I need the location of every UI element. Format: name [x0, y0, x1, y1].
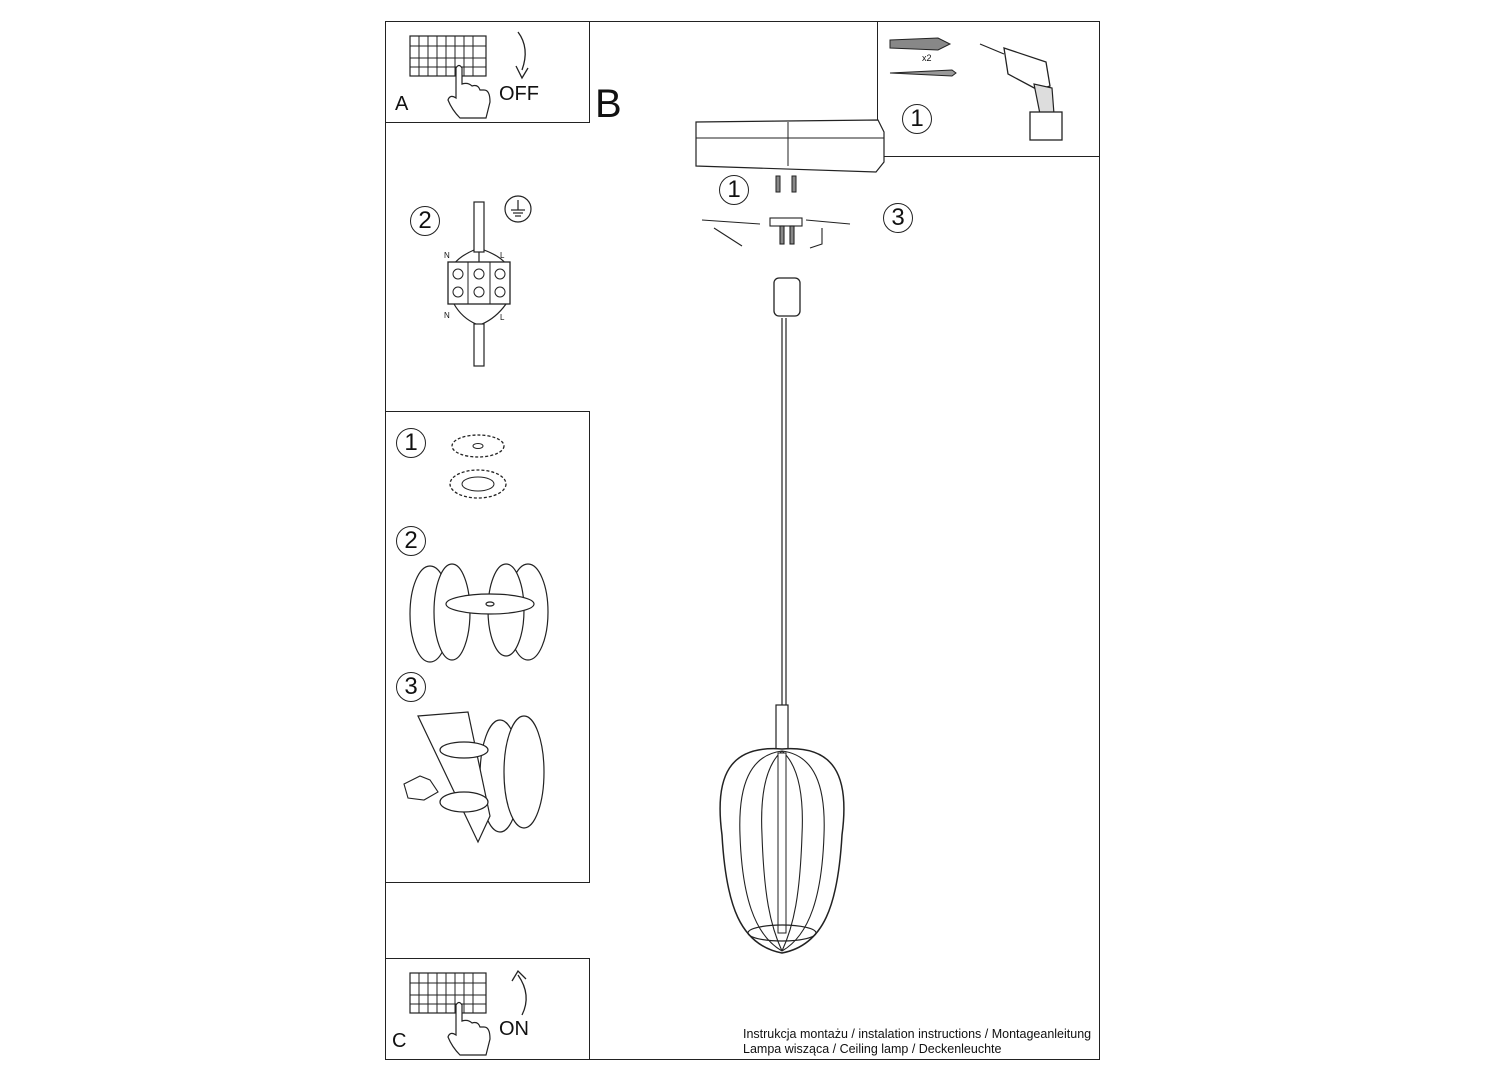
mounting-bracket: [701, 217, 851, 249]
terminal-l-top: L: [500, 251, 505, 260]
hand-icon: [447, 1001, 491, 1056]
circuit-breaker-icon: [409, 35, 487, 77]
step-2-shade: 2: [396, 526, 426, 556]
ceiling-mount-diagram: [695, 119, 885, 317]
terminal-block-icon: [447, 201, 511, 367]
panel-c-power-on: C ON: [385, 958, 590, 1060]
panel-tools: x2 1: [877, 21, 1100, 157]
shade-fins-icon: [409, 563, 549, 663]
panel-a-power-off: A OFF: [385, 21, 590, 123]
terminal-n-bottom: N: [444, 311, 450, 320]
terminal-l-bottom: L: [500, 313, 505, 322]
drill-icon: [979, 43, 1063, 141]
off-label: OFF: [499, 83, 539, 105]
screw-pair: [775, 175, 797, 193]
canopy-icon: [773, 277, 801, 317]
footer-line-2: Lampa wisząca / Ceiling lamp / Deckenleu…: [743, 1042, 1002, 1056]
step-3-mount: 3: [883, 203, 913, 233]
circuit-breaker-icon: [409, 972, 487, 1014]
shade-assembly-hand-icon: [403, 711, 545, 844]
step-2-wiring: 2: [410, 206, 440, 236]
gear-plate-icon: [449, 434, 507, 499]
quantity-label: x2: [922, 53, 932, 63]
section-label-a: A: [395, 93, 409, 115]
wall-plug-icon: [889, 37, 952, 51]
footer-line-1: Instrukcja montażu / instalation instruc…: [743, 1027, 1092, 1041]
lamp-shade-icon: [719, 704, 845, 954]
screw-icon: [889, 69, 957, 77]
step-1-screws: 1: [719, 175, 749, 205]
panel-shade-assembly: 1 2 3: [385, 411, 590, 883]
curved-arrow-icon: [511, 969, 527, 1016]
curved-arrow-icon: [515, 31, 529, 80]
hand-icon: [447, 64, 491, 119]
section-label-b: B: [595, 82, 622, 126]
step-1-shade: 1: [396, 428, 426, 458]
terminal-n-top: N: [444, 251, 450, 260]
on-label: ON: [499, 1018, 529, 1040]
suspension-cable: [781, 318, 787, 710]
section-label-c: C: [392, 1030, 407, 1052]
earth-ground-icon: [504, 195, 532, 223]
step-1-tools: 1: [902, 104, 932, 134]
step-3-shade: 3: [396, 672, 426, 702]
